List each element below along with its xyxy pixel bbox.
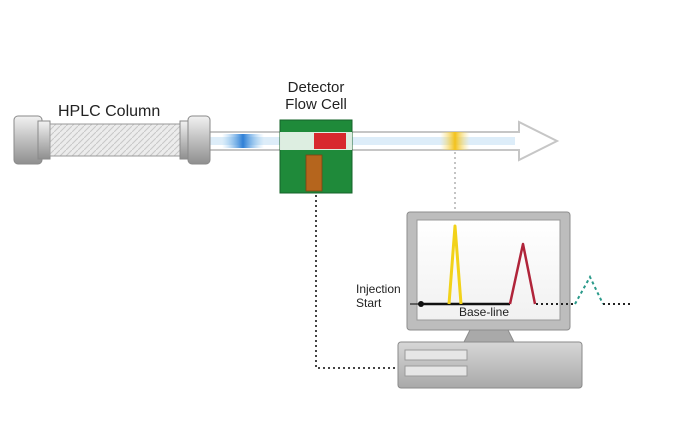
injection-label-line2: Start (356, 295, 382, 310)
detector-label: Detector Flow Cell (276, 79, 356, 114)
injection-start-label: Injection Start (356, 282, 401, 311)
teal-peak (574, 274, 604, 305)
yellow-peak (447, 224, 463, 305)
monitor (406, 211, 571, 343)
injection-label-line1: Injection (356, 282, 401, 296)
yellow-band (440, 132, 470, 150)
hplc-column-label: HPLC Column (58, 103, 161, 120)
computer-tower (397, 341, 583, 389)
detector-flow-cell (279, 119, 353, 194)
detector-label-line2: Flow Cell (285, 96, 347, 114)
red-peak (508, 242, 537, 305)
chromatogram (410, 224, 632, 307)
baseline-label: Base-line (459, 305, 510, 319)
hplc-column (13, 115, 211, 165)
blue-band (222, 134, 264, 148)
signal-cable (315, 195, 403, 369)
detector-label-line1: Detector (287, 79, 345, 96)
